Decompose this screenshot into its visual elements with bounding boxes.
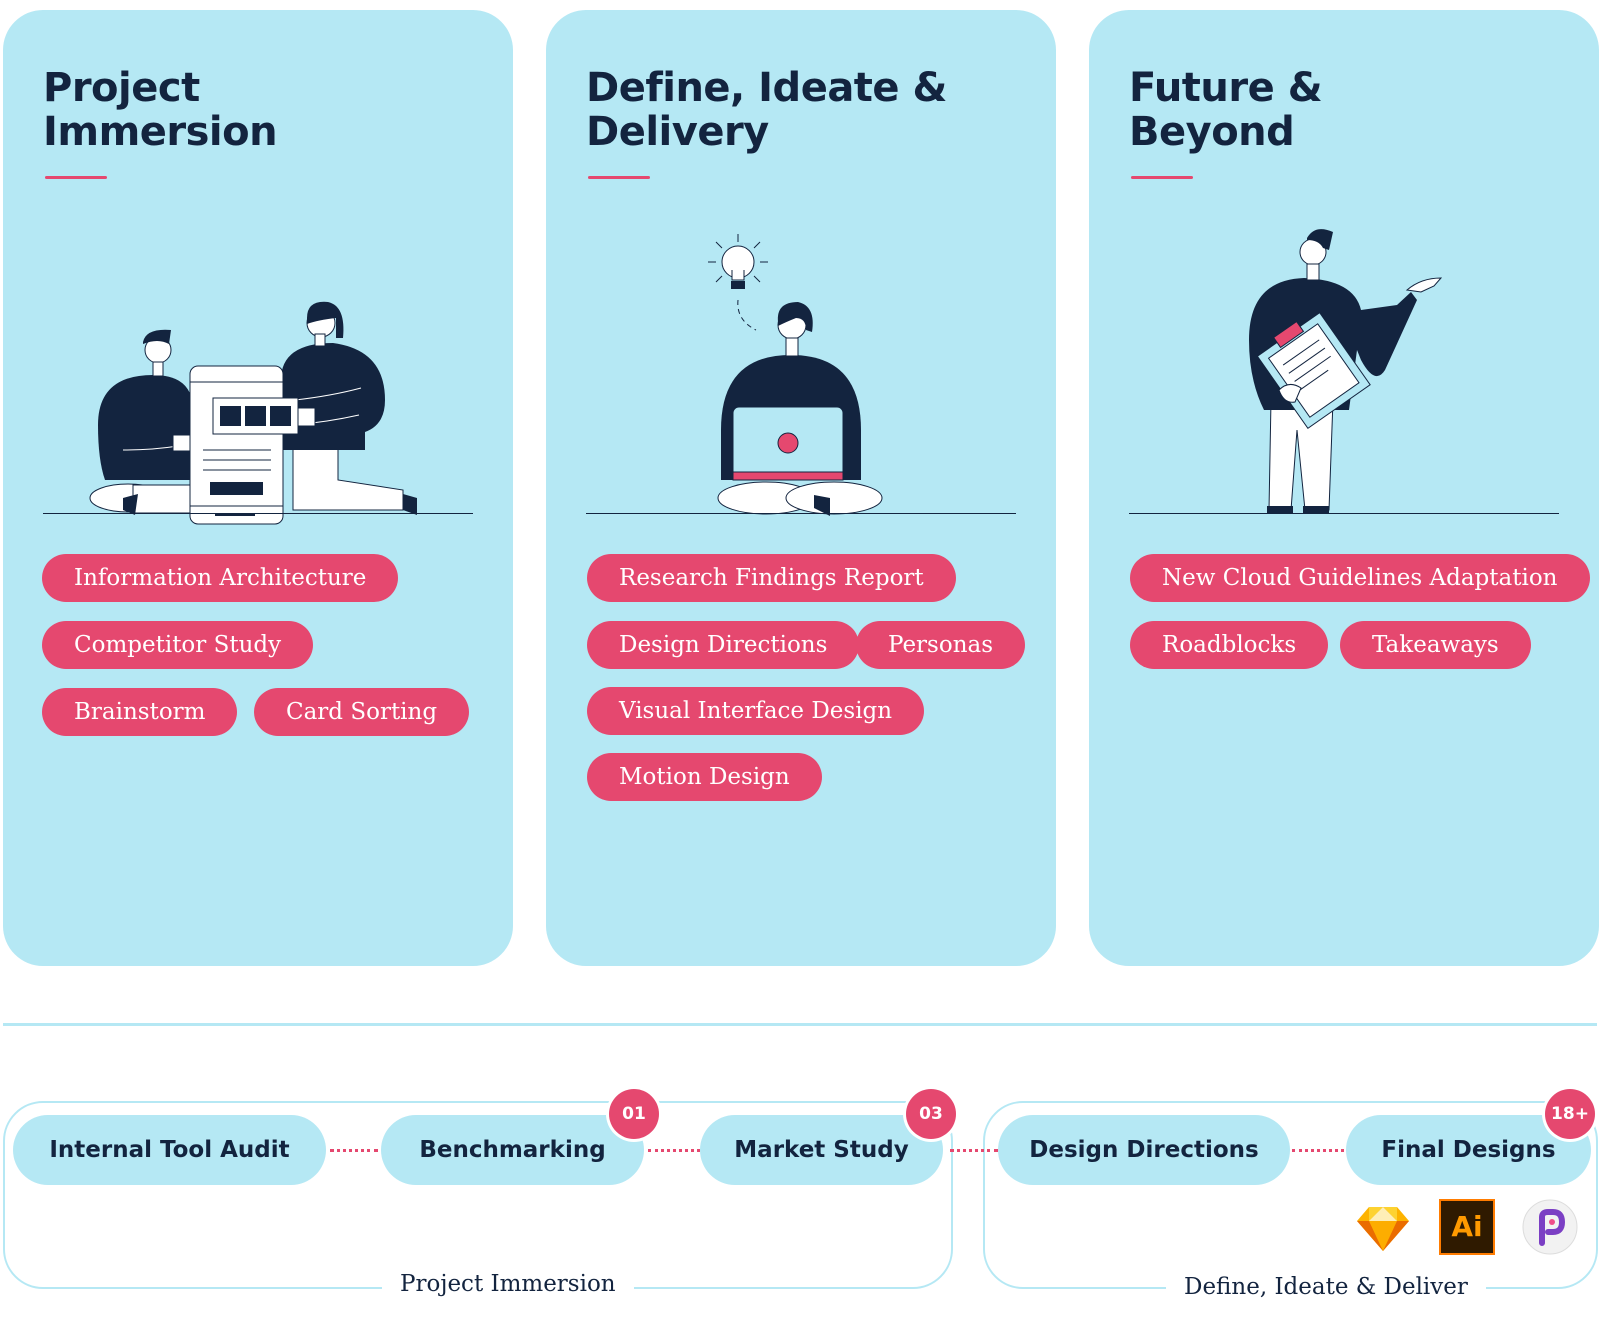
step-connector [330, 1149, 378, 1152]
tag: Roadblocks [1130, 621, 1329, 669]
timeline-step: Design Directions [998, 1115, 1290, 1185]
timeline-group-label: Project Immersion [382, 1271, 634, 1297]
step-connector [1292, 1149, 1344, 1152]
tag: Design Directions [587, 621, 860, 669]
timeline-step: Benchmarking [381, 1115, 644, 1185]
tag: Information Architecture [42, 554, 399, 602]
ground-line [586, 513, 1016, 514]
title-underline [45, 176, 107, 179]
tag: Motion Design [587, 753, 822, 801]
step-connector [648, 1149, 700, 1152]
principle-icon [1522, 1199, 1578, 1255]
tag: Takeaways [1340, 621, 1531, 669]
count-badge: 18+ [1545, 1089, 1595, 1139]
ground-line [1129, 513, 1559, 514]
illustrator-icon: Ai [1439, 1199, 1495, 1255]
tag: Competitor Study [42, 621, 314, 669]
phase-card-define-ideate-delivery: Define, Ideate & Delivery Researc [546, 10, 1056, 966]
team-collaboration-illustration [89, 301, 417, 525]
tag: Visual Interface Design [587, 687, 925, 735]
person-clipboard-illustration [1249, 229, 1443, 514]
ground-line [43, 513, 473, 514]
tag: Research Findings Report [587, 554, 956, 602]
phase-title: Project Immersion [43, 65, 278, 155]
section-divider [3, 1023, 1597, 1026]
phase-title: Future & Beyond [1129, 65, 1323, 155]
phase-card-future-beyond: Future & Beyond New Cloud Guidelines Ada… [1089, 10, 1599, 966]
timeline-step: Internal Tool Audit [13, 1115, 326, 1185]
count-badge: 03 [906, 1089, 956, 1139]
timeline-step: Market Study [700, 1115, 943, 1185]
tag: Card Sorting [254, 688, 470, 736]
tag: Brainstorm [42, 688, 238, 736]
title-underline [1131, 176, 1193, 179]
title-underline [588, 176, 650, 179]
tag: Personas [856, 621, 1026, 669]
sketch-icon [1357, 1207, 1409, 1251]
phase-card-project-immersion: Project Immersion [3, 10, 513, 966]
tag: New Cloud Guidelines Adaptation [1130, 554, 1590, 602]
timeline-group-label: Define, Ideate & Deliver [1166, 1274, 1486, 1300]
person-laptop-idea-illustration [708, 234, 883, 516]
step-connector [950, 1149, 998, 1152]
count-badge: 01 [609, 1089, 659, 1139]
phase-title: Define, Ideate & Delivery [586, 65, 947, 155]
